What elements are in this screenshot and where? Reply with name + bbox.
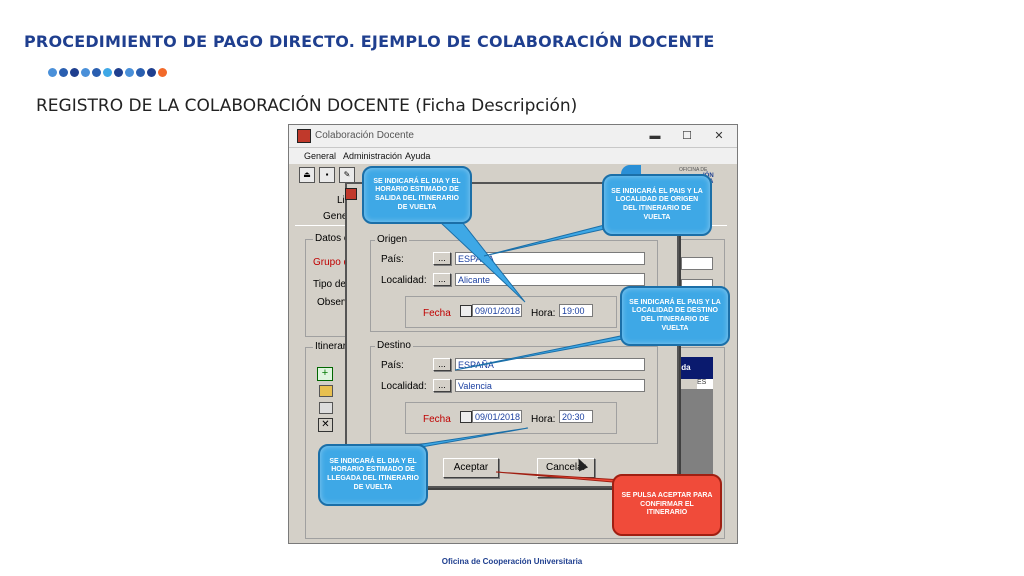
destino-pais-input[interactable]: ESPAÑA <box>455 358 645 371</box>
exit-icon[interactable]: ⏏ <box>299 167 315 183</box>
tab-lista[interactable]: Lis <box>337 195 350 206</box>
app-icon <box>297 129 311 143</box>
tab-general[interactable]: Gene <box>323 211 348 222</box>
observ-label: Observ <box>317 297 350 308</box>
callout-origen: SE INDICARÁ EL PAIS Y LA LOCALIDAD DE OR… <box>602 174 712 236</box>
callout-salida: SE INDICARÁ EL DIA Y EL HORARIO ESTIMADO… <box>362 166 472 224</box>
destino-fecha-label: Fecha <box>423 414 451 425</box>
edit-icon[interactable]: ✎ <box>339 167 355 183</box>
destino-hora-label: Hora: <box>531 414 556 425</box>
grid-cell[interactable]: ES <box>697 379 713 389</box>
origen-hora-input[interactable]: 19:00 <box>559 304 593 317</box>
destino-fecha-input[interactable]: 09/01/2018 <box>472 410 522 423</box>
menu-general[interactable]: General <box>304 151 337 161</box>
origen-pais-lookup-button[interactable]: ... <box>433 252 451 265</box>
callout-llegada: SE INDICARÁ EL DIA Y EL HORARIO ESTIMADO… <box>318 444 428 506</box>
edit-folder-icon[interactable] <box>319 402 333 414</box>
origen-fecha-label: Fecha <box>423 308 451 319</box>
aceptar-button[interactable]: Aceptar <box>443 458 499 478</box>
callout-aceptar: SE PULSA ACEPTAR PARA CONFIRMAR EL ITINE… <box>612 474 722 536</box>
destino-pais-lookup-button[interactable]: ... <box>433 358 451 371</box>
footer: Oficina de Cooperación Universitaria <box>441 557 583 566</box>
close-button[interactable]: ✕ <box>714 130 724 142</box>
destino-localidad-label: Localidad: <box>381 381 427 392</box>
dot-9 <box>147 68 156 77</box>
maximize-button[interactable]: ☐ <box>682 130 692 142</box>
origen-hora-label: Hora: <box>531 308 556 319</box>
destino-hora-input[interactable]: 20:30 <box>559 410 593 423</box>
title-bar[interactable]: Colaboración Docente ▬ ☐ ✕ <box>289 125 737 148</box>
right-field-1[interactable] <box>681 257 713 270</box>
add-icon[interactable]: + <box>317 367 333 381</box>
dot-5 <box>103 68 112 77</box>
logo-text: OFICINA DE <box>679 167 708 173</box>
slide-subtitle: REGISTRO DE LA COLABORACIÓN DOCENTE (Fic… <box>36 96 578 116</box>
window-title: Colaboración Docente <box>315 130 414 141</box>
destino-calendar-icon[interactable] <box>460 411 472 423</box>
origen-pais-input[interactable]: ESPAÑA <box>455 252 645 265</box>
dot-10 <box>158 68 167 77</box>
open-folder-icon[interactable] <box>319 385 333 397</box>
dot-3 <box>81 68 90 77</box>
datos-label: Datos c <box>313 233 351 244</box>
grid-header <box>673 357 713 379</box>
destino-pais-label: País: <box>381 360 404 371</box>
origen-calendar-icon[interactable] <box>460 305 472 317</box>
dot-8 <box>136 68 145 77</box>
grid-body <box>673 389 713 479</box>
menu-ayuda[interactable]: Ayuda <box>405 151 431 161</box>
itinerario-label: Itinerar <box>313 341 349 352</box>
dot-6 <box>114 68 123 77</box>
origen-label: Origen <box>375 234 410 245</box>
dot-0 <box>48 68 57 77</box>
menu-bar: General Administración Ayuda <box>289 148 737 164</box>
origen-fecha-input[interactable]: 09/01/2018 <box>472 304 522 317</box>
grid-header-text: ida <box>679 363 691 372</box>
delete-icon[interactable]: ✕ <box>318 418 333 432</box>
origen-localidad-input[interactable]: Alicante <box>455 273 645 286</box>
slide-title: PROCEDIMIENTO DE PAGO DIRECTO. EJEMPLO D… <box>24 32 715 51</box>
decorative-dots <box>48 68 167 77</box>
minimize-button[interactable]: ▬ <box>649 130 661 142</box>
destino-label: Destino <box>375 340 413 351</box>
callout-destino: SE INDICARÁ EL PAIS Y LA LOCALIDAD DE DE… <box>620 286 730 346</box>
save-icon[interactable]: ▪ <box>319 167 335 183</box>
origen-localidad-label: Localidad: <box>381 275 427 286</box>
menu-administracion[interactable]: Administración <box>343 151 403 161</box>
dot-1 <box>59 68 68 77</box>
dot-4 <box>92 68 101 77</box>
origen-pais-label: País: <box>381 254 404 265</box>
destino-localidad-input[interactable]: Valencia <box>455 379 645 392</box>
grupo-label: Grupo de <box>313 257 355 268</box>
origen-localidad-lookup-button[interactable]: ... <box>433 273 451 286</box>
tipo-label: Tipo de C <box>313 279 356 290</box>
dialog-icon <box>345 188 357 200</box>
dot-7 <box>125 68 134 77</box>
destino-localidad-lookup-button[interactable]: ... <box>433 379 451 392</box>
dot-2 <box>70 68 79 77</box>
